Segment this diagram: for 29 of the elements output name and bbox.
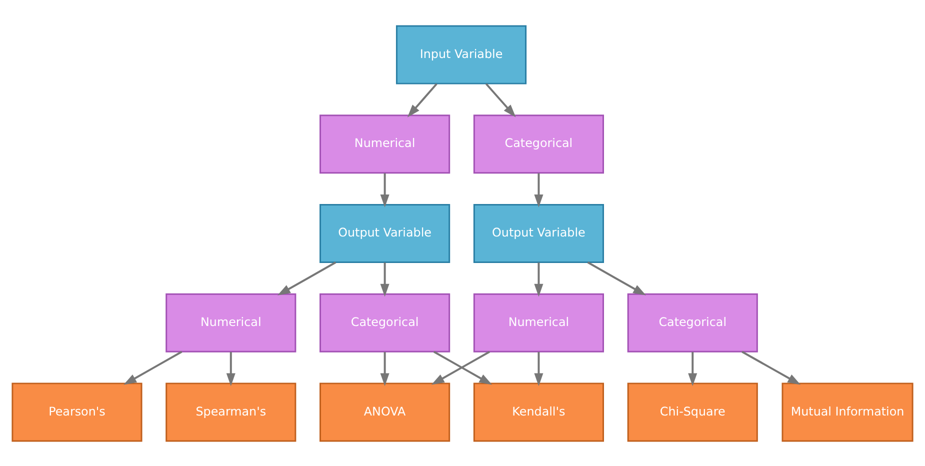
node-box: Mutual Information [782, 382, 914, 442]
arrow [534, 172, 544, 207]
node-box: Categorical [627, 292, 758, 352]
node-box: Chi-Square [627, 382, 758, 442]
node-box: Numerical [166, 292, 296, 352]
arrow [407, 82, 438, 117]
node-box: Numerical [473, 292, 604, 352]
node-box: Output Variable [320, 203, 450, 263]
node-box: Output Variable [473, 203, 604, 263]
arrow [534, 352, 544, 386]
arrow [485, 82, 516, 117]
arrow [534, 262, 544, 296]
node-box: Input Variable [396, 24, 527, 84]
node-box: Pearson's [12, 382, 142, 442]
arrow [380, 262, 390, 296]
node-box: Numerical [320, 114, 450, 174]
node-box: Categorical [320, 292, 450, 352]
node-box: ANOVA [320, 382, 450, 442]
arrow [226, 352, 236, 386]
arrow [688, 352, 698, 386]
arrow [124, 350, 182, 384]
node-box: Kendall's [473, 382, 604, 442]
arrow [380, 172, 390, 207]
arrow [380, 352, 390, 386]
arrow [277, 261, 336, 295]
arrow [587, 261, 646, 295]
node-box: Categorical [473, 114, 604, 174]
node-box: Spearman's [166, 382, 296, 442]
arrow [742, 350, 801, 384]
